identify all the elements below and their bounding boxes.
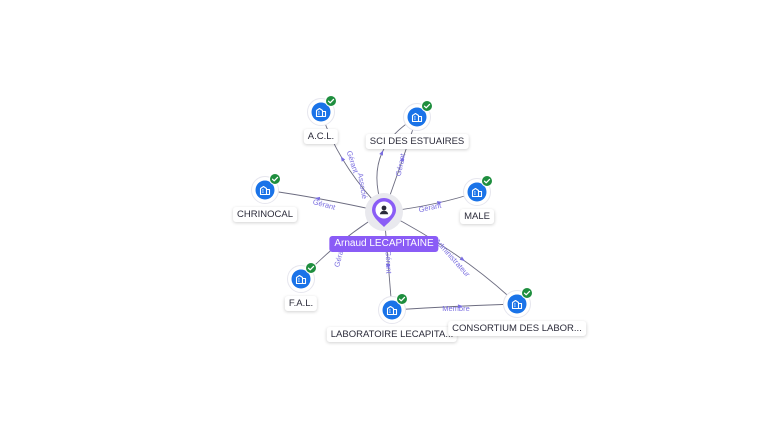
person-node-label[interactable]: Arnaud LECAPITAINE (329, 236, 439, 252)
edge-label: Gérant (384, 250, 394, 274)
check-badge-icon (521, 287, 533, 299)
company-node-label[interactable]: F.A.L. (284, 296, 318, 311)
verified-badge (521, 286, 533, 299)
edge-arrow-icon (436, 201, 443, 205)
edge-label: Gérant (394, 152, 408, 177)
company-node-labo[interactable] (378, 293, 408, 324)
edge-label: Gérant (312, 197, 337, 212)
company-node-sci[interactable] (403, 100, 433, 131)
check-badge-icon (481, 175, 493, 187)
verified-badge (421, 99, 433, 112)
edge-arrow-icon (400, 156, 404, 162)
company-node-label[interactable]: CHRINOCAL (233, 207, 297, 222)
edge-arrow-icon (314, 196, 321, 201)
verified-badge (325, 94, 337, 107)
edge-label: Gérant (418, 201, 443, 215)
company-node-consortium[interactable] (503, 287, 533, 318)
edge-label: Membre (442, 304, 470, 313)
verified-badge (396, 292, 408, 305)
edge-arrow-icon (379, 150, 384, 156)
verified-badge (305, 261, 317, 274)
company-node-label[interactable]: A.C.L. (303, 129, 339, 144)
person-node-center[interactable] (364, 192, 404, 232)
edge-arrow-icon (459, 256, 465, 262)
check-badge-icon (269, 173, 281, 185)
company-node-label[interactable]: SCI DES ESTUAIRES (365, 134, 469, 149)
edge-arrow-icon (386, 263, 391, 269)
person-icon (365, 193, 403, 231)
verified-badge (269, 172, 281, 185)
verified-badge (481, 174, 493, 187)
edge-arrow-icon (340, 156, 346, 162)
company-node-male[interactable] (463, 175, 493, 206)
company-node-acl[interactable] (307, 95, 337, 126)
company-node-label[interactable]: CONSORTIUM DES LABOR... (448, 321, 586, 336)
edge-label: Administrateur (433, 237, 472, 279)
edge-label: Gérant (345, 150, 361, 175)
company-node-fal[interactable] (287, 262, 317, 293)
check-badge-icon (421, 100, 433, 112)
edge-arrow-icon (457, 304, 463, 309)
check-badge-icon (325, 95, 337, 107)
company-node-chrinocal[interactable] (251, 173, 281, 204)
edge-label: Associé (356, 172, 369, 199)
company-node-label[interactable]: MALE (460, 209, 494, 224)
check-badge-icon (396, 293, 408, 305)
company-node-label[interactable]: LABORATOIRE LECAPITA... (326, 327, 458, 342)
edge-center-consortium (383, 211, 518, 305)
check-badge-icon (305, 262, 317, 274)
